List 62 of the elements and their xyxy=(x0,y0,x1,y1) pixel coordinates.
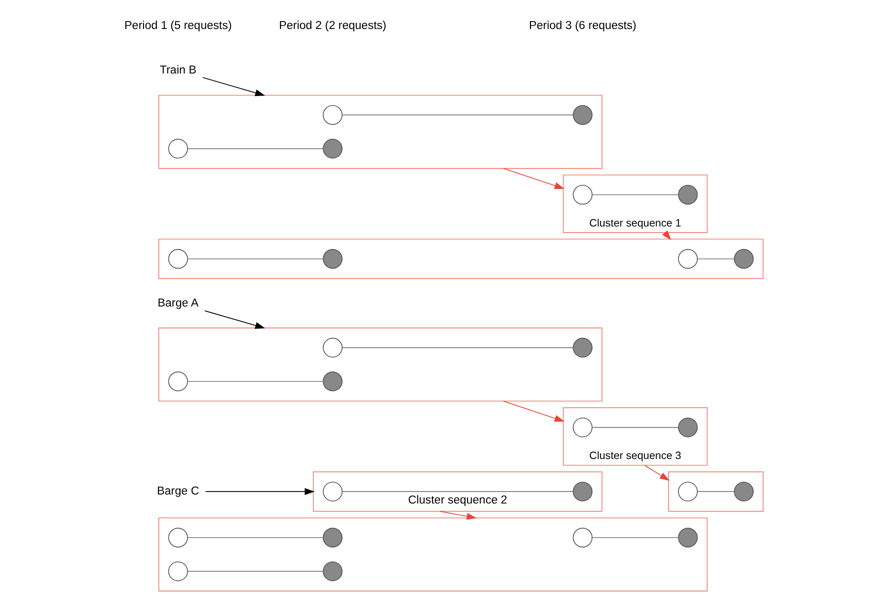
arrow xyxy=(644,464,670,481)
connector xyxy=(187,258,324,260)
node-circle xyxy=(322,249,343,269)
label: Period 3 (6 requests) xyxy=(528,20,636,32)
connector xyxy=(187,148,324,150)
connector xyxy=(187,570,324,572)
label: Period 1 (5 requests) xyxy=(124,20,232,32)
node-circle xyxy=(322,105,343,125)
edge-label: Cluster sequence 2 xyxy=(408,494,508,506)
node-circle xyxy=(572,184,592,205)
node-circle xyxy=(168,528,188,548)
node-circle xyxy=(572,418,592,438)
node-circle xyxy=(572,482,592,502)
node-text: Barge C xyxy=(156,486,200,498)
arrow xyxy=(502,400,564,422)
node-circle xyxy=(168,249,188,269)
node-label: Cluster sequence 3 xyxy=(589,450,682,462)
node-circle xyxy=(678,482,698,502)
cluster xyxy=(562,407,708,466)
node-circle xyxy=(322,482,343,502)
node-text: Train B xyxy=(160,64,196,77)
node-circle xyxy=(322,338,343,358)
arrow xyxy=(502,168,564,189)
node-circle xyxy=(168,561,188,582)
node-circle xyxy=(678,528,698,548)
node-circle xyxy=(168,138,188,159)
connector xyxy=(592,427,679,428)
connector xyxy=(592,194,679,196)
node-circle xyxy=(734,482,754,502)
arrow xyxy=(205,488,315,496)
node-label: Cluster sequence 1 xyxy=(589,217,682,230)
connector xyxy=(342,491,574,492)
node-circle xyxy=(678,418,698,438)
node-circle xyxy=(322,528,343,548)
arrow xyxy=(202,77,266,96)
connector xyxy=(187,380,324,382)
cluster xyxy=(668,471,764,512)
node-circle xyxy=(572,105,592,125)
arrow xyxy=(204,310,266,329)
node-circle xyxy=(572,338,592,358)
node-circle xyxy=(678,249,698,269)
cluster xyxy=(158,517,708,592)
node-circle xyxy=(322,372,343,392)
connector xyxy=(697,258,735,260)
connector xyxy=(592,537,679,538)
connector xyxy=(342,114,574,116)
node-circle xyxy=(322,561,343,582)
connector xyxy=(342,347,574,348)
node-circle xyxy=(572,528,592,548)
label: Period 2 (2 requests) xyxy=(278,20,386,32)
cluster xyxy=(158,328,602,402)
node-circle xyxy=(168,372,188,392)
connector xyxy=(697,491,735,492)
node-circle xyxy=(678,184,698,205)
cluster xyxy=(312,471,602,512)
arrow xyxy=(440,510,477,520)
cluster xyxy=(158,238,764,280)
node-circle xyxy=(734,249,754,269)
connector xyxy=(187,537,324,538)
node-text: Barge A xyxy=(158,297,199,310)
cluster xyxy=(158,94,602,169)
node-circle xyxy=(322,138,343,159)
